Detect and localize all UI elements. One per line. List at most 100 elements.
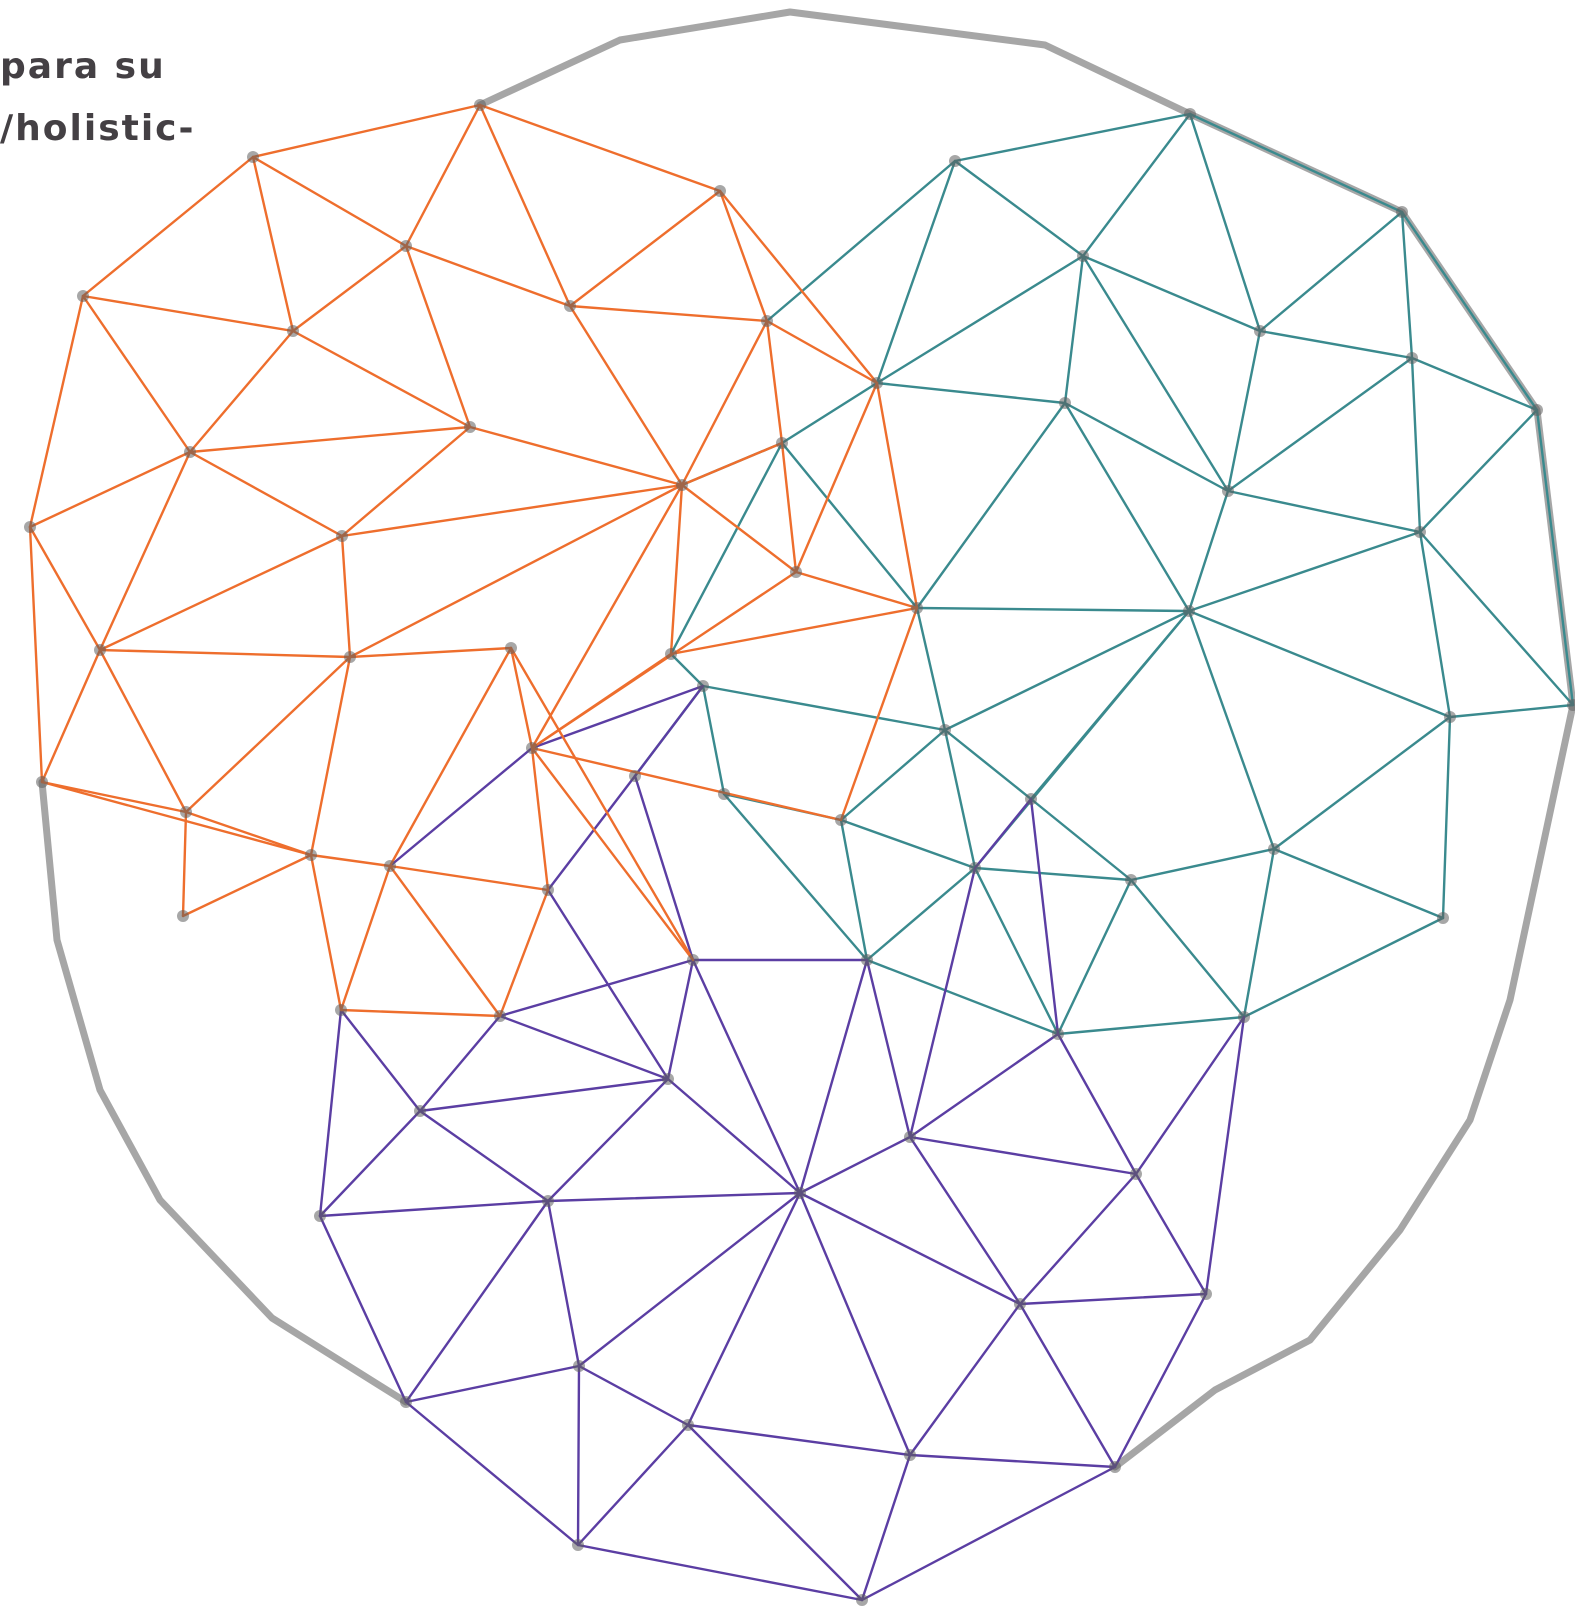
mesh-node — [1222, 485, 1234, 497]
teal-edge — [877, 256, 1083, 383]
mesh-node — [682, 1419, 694, 1431]
teal-edge — [1058, 880, 1131, 1034]
orange-edge — [720, 191, 767, 321]
orange-edge — [341, 1010, 500, 1016]
orange-edge — [186, 812, 311, 855]
mesh-node — [1130, 1168, 1142, 1180]
orange-edge — [341, 866, 390, 1010]
purple-edge — [800, 1193, 1020, 1304]
mesh-node — [24, 521, 36, 533]
teal-edge — [1189, 611, 1450, 717]
purple-edge — [1020, 1294, 1206, 1304]
purple-edge — [579, 1366, 688, 1425]
teal-edge — [1244, 918, 1443, 1017]
mesh-node — [287, 325, 299, 337]
purple-edge — [910, 1137, 1020, 1304]
orange-edge — [406, 105, 480, 246]
orange-edge — [511, 648, 532, 748]
orange-edge — [390, 648, 511, 866]
purple-edge — [910, 1304, 1020, 1455]
mesh-node — [714, 185, 726, 197]
mesh-node — [335, 1004, 347, 1016]
orange-edge — [796, 572, 917, 608]
mesh-node — [36, 776, 48, 788]
teal-edge — [1065, 256, 1083, 403]
mesh-node — [904, 1131, 916, 1143]
teal-edge — [1402, 212, 1537, 410]
purple-edge — [548, 1193, 800, 1201]
orange-edge — [186, 657, 350, 812]
mesh-node — [1077, 250, 1089, 262]
mesh-node — [400, 1396, 412, 1408]
teal-edge — [917, 608, 1189, 611]
mesh-node — [1183, 605, 1195, 617]
purple-edge — [420, 1111, 548, 1201]
purple-edge — [532, 686, 703, 748]
orange-edge — [42, 782, 186, 812]
mesh-node — [871, 377, 883, 389]
teal-edge — [955, 114, 1190, 161]
orange-edge — [390, 866, 500, 1016]
teal-edge — [1189, 491, 1228, 611]
mesh-node — [572, 1539, 584, 1551]
mesh-node — [1025, 793, 1037, 805]
teal-edge — [1228, 358, 1412, 491]
orange-edge — [480, 105, 570, 306]
purple-edge — [688, 1193, 800, 1425]
purple-edge — [1206, 1017, 1244, 1294]
mesh-node — [911, 602, 923, 614]
teal-edge — [1420, 410, 1537, 532]
purple-edge — [500, 1016, 668, 1079]
orange-edge — [253, 157, 406, 246]
purple-edge — [548, 1201, 579, 1366]
boundary-arc-right — [480, 12, 1573, 1467]
mesh-node — [344, 651, 356, 663]
purple-edge — [975, 799, 1031, 868]
mesh-node — [904, 1449, 916, 1461]
orange-edge — [480, 105, 720, 191]
orange-edge — [30, 296, 83, 527]
orange-edge — [83, 296, 190, 452]
orange-edge — [720, 191, 877, 383]
purple-edge — [420, 1079, 668, 1111]
teal-edge — [1244, 849, 1274, 1017]
purple-edge — [320, 1010, 341, 1216]
teal-edge — [1131, 849, 1274, 880]
mesh-node — [969, 862, 981, 874]
mesh-node — [1059, 397, 1071, 409]
teal-edge — [945, 611, 1189, 730]
orange-edge — [782, 443, 796, 572]
purple-edge — [341, 1010, 420, 1111]
mesh-node — [1200, 1288, 1212, 1300]
teal-edge — [1412, 358, 1420, 532]
teal-edge — [1274, 717, 1450, 849]
purple-edge — [578, 1366, 579, 1545]
orange-edge — [183, 855, 311, 916]
mesh-node — [247, 151, 259, 163]
orange-edge — [406, 246, 470, 427]
teal-edge — [1083, 114, 1190, 256]
mesh-node — [790, 566, 802, 578]
orange-mesh — [30, 105, 917, 1016]
purple-edge — [800, 1193, 910, 1455]
mesh-node — [336, 530, 348, 542]
purple-edge — [578, 1425, 688, 1545]
teal-edge — [1260, 212, 1402, 331]
teal-edge — [782, 443, 917, 608]
mesh-node — [1052, 1028, 1064, 1040]
orange-edge — [877, 383, 917, 608]
mesh-node — [1396, 206, 1408, 218]
teal-edge — [703, 686, 945, 730]
orange-edge — [311, 855, 390, 866]
mesh-node — [77, 290, 89, 302]
mesh-node — [564, 300, 576, 312]
teal-edge — [1190, 114, 1260, 331]
purple-edge — [668, 960, 693, 1079]
mesh-node — [1268, 843, 1280, 855]
purple-edge — [910, 1137, 1136, 1174]
mesh-node — [505, 642, 517, 654]
purple-edge — [406, 1366, 579, 1402]
purple-edge — [1020, 1174, 1136, 1304]
teal-edge — [1189, 532, 1420, 611]
